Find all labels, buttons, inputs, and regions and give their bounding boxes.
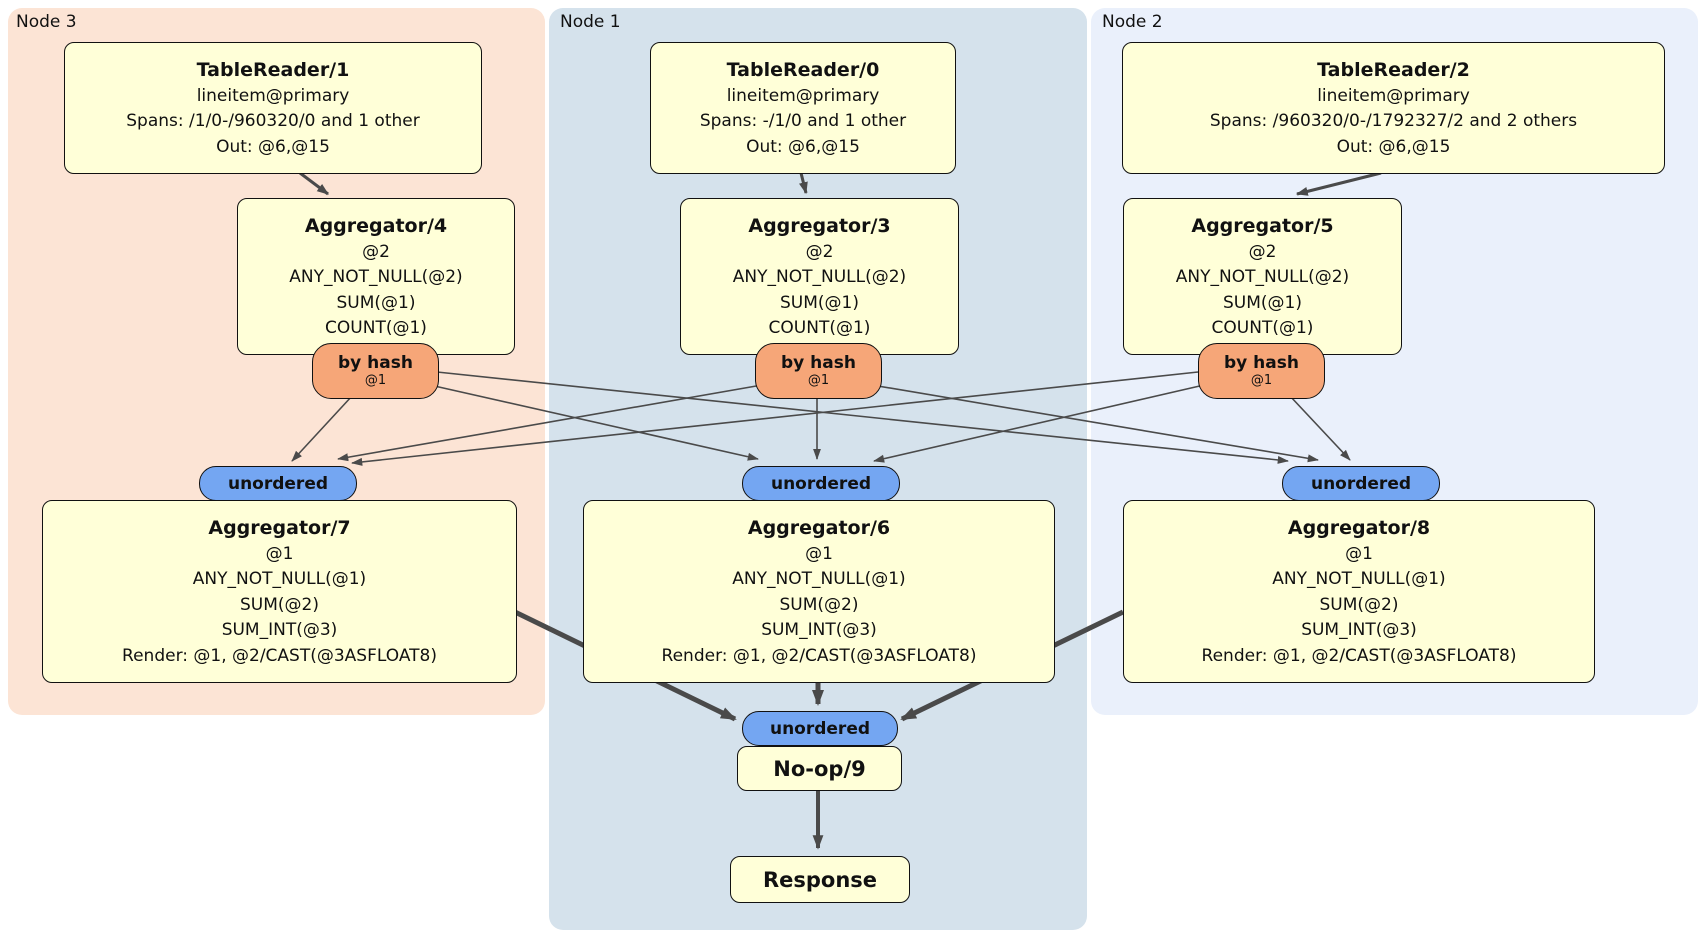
processor-detail: @1 (1345, 543, 1373, 564)
processor-detail: SUM_INT(@3) (761, 620, 877, 641)
processor-detail: SUM(@2) (1319, 594, 1399, 615)
processor-detail-spans: Spans: -/1/0 and 1 other (699, 111, 907, 132)
processor-noop-9: No-op/9 (737, 746, 902, 791)
processor-detail: ANY_NOT_NULL(@2) (732, 267, 907, 287)
processor-detail: Render: @1, @2/CAST(@3ASFLOAT8) (661, 645, 977, 666)
processor-aggregator-6: Aggregator/6 @1 ANY_NOT_NULL(@1) SUM(@2)… (583, 500, 1055, 683)
processor-detail: ANY_NOT_NULL(@1) (192, 569, 367, 590)
router-label: by hash (781, 353, 856, 373)
processor-tablereader-2: TableReader/2 lineitem@primary Spans: /9… (1122, 42, 1665, 174)
processor-detail: COUNT(@1) (325, 318, 427, 338)
sync-unordered-8: unordered (1282, 466, 1440, 501)
processor-response: Response (730, 856, 910, 903)
processor-title: TableReader/2 (1317, 58, 1470, 81)
sync-unordered-9: unordered (742, 711, 898, 746)
processor-title: Aggregator/8 (1287, 516, 1431, 539)
processor-detail: @2 (1248, 241, 1277, 262)
processor-title: Aggregator/4 (304, 214, 448, 237)
router-label: by hash (1224, 353, 1299, 373)
processor-detail: Render: @1, @2/CAST(@3ASFLOAT8) (122, 645, 437, 666)
panel-label-node1: Node 1 (560, 12, 621, 32)
processor-detail: ANY_NOT_NULL(@2) (1175, 267, 1350, 287)
processor-detail: @2 (805, 241, 834, 262)
router-by-hash-3: by hash @1 (755, 343, 882, 399)
processor-aggregator-5: Aggregator/5 @2 ANY_NOT_NULL(@2) SUM(@1)… (1123, 198, 1402, 355)
processor-detail: SUM(@2) (779, 594, 859, 615)
processor-detail: SUM(@2) (240, 594, 319, 615)
processor-detail: Render: @1, @2/CAST(@3ASFLOAT8) (1201, 645, 1517, 666)
router-detail: @1 (807, 373, 830, 388)
processor-detail: @2 (362, 241, 390, 262)
processor-detail: ANY_NOT_NULL(@1) (1272, 569, 1446, 590)
panel-label-node2: Node 2 (1102, 12, 1163, 32)
processor-title: TableReader/1 (196, 58, 350, 81)
processor-detail: SUM_INT(@3) (1301, 620, 1417, 641)
processor-detail: ANY_NOT_NULL(@2) (289, 267, 463, 287)
router-by-hash-5: by hash @1 (1198, 343, 1325, 399)
processor-aggregator-8: Aggregator/8 @1 ANY_NOT_NULL(@1) SUM(@2)… (1123, 500, 1595, 683)
router-label: by hash (338, 353, 413, 373)
processor-title: Response (762, 867, 878, 892)
router-detail: @1 (364, 373, 387, 388)
processor-aggregator-7: Aggregator/7 @1 ANY_NOT_NULL(@1) SUM(@2)… (42, 500, 517, 683)
processor-title: Aggregator/3 (748, 214, 891, 237)
processor-detail: @1 (805, 543, 833, 564)
processor-title: Aggregator/6 (747, 516, 891, 539)
sync-unordered-7: unordered (199, 466, 357, 501)
processor-detail: SUM(@1) (780, 292, 859, 313)
processor-title: Aggregator/7 (208, 516, 351, 539)
sync-unordered-6: unordered (742, 466, 900, 501)
processor-detail: @1 (265, 543, 294, 564)
processor-detail: COUNT(@1) (768, 318, 871, 338)
processor-detail-out: Out: @6,@15 (1336, 136, 1451, 157)
processor-detail-out: Out: @6,@15 (746, 136, 860, 157)
processor-aggregator-4: Aggregator/4 @2 ANY_NOT_NULL(@2) SUM(@1)… (237, 198, 515, 355)
processor-title: No-op/9 (773, 756, 866, 781)
processor-detail-table: lineitem@primary (726, 85, 880, 106)
processor-detail-table: lineitem@primary (1317, 85, 1470, 106)
processor-detail-out: Out: @6,@15 (216, 136, 330, 157)
processor-detail-spans: Spans: /1/0-/960320/0 and 1 other (126, 111, 420, 132)
processor-detail-spans: Spans: /960320/0-/1792327/2 and 2 others (1209, 111, 1578, 132)
processor-detail-table: lineitem@primary (196, 85, 350, 106)
processor-tablereader-1: TableReader/1 lineitem@primary Spans: /1… (64, 42, 482, 174)
processor-detail: SUM(@1) (1223, 292, 1302, 313)
processor-detail: COUNT(@1) (1211, 318, 1314, 338)
router-by-hash-4: by hash @1 (312, 343, 439, 399)
processor-title: TableReader/0 (726, 58, 880, 81)
processor-detail: SUM(@1) (336, 292, 416, 313)
processor-detail: SUM_INT(@3) (221, 620, 338, 641)
processor-title: Aggregator/5 (1191, 214, 1334, 237)
processor-detail: ANY_NOT_NULL(@1) (732, 569, 906, 590)
panel-label-node3: Node 3 (16, 12, 77, 32)
processor-tablereader-0: TableReader/0 lineitem@primary Spans: -/… (650, 42, 956, 174)
processor-aggregator-3: Aggregator/3 @2 ANY_NOT_NULL(@2) SUM(@1)… (680, 198, 959, 355)
router-detail: @1 (1250, 373, 1273, 388)
